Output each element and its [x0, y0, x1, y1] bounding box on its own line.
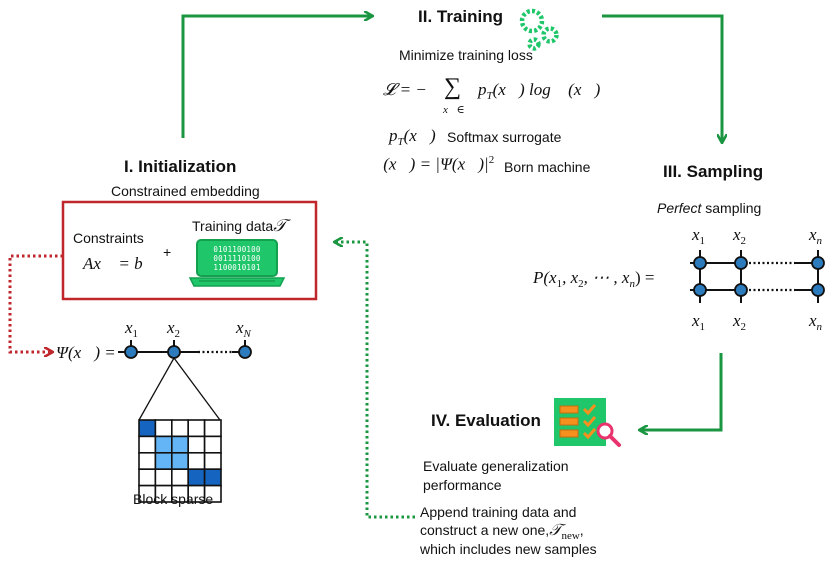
append-line-3: which includes new samples [420, 541, 597, 557]
mps-x1: x1 [125, 318, 139, 341]
training-title: II. Training [418, 7, 504, 26]
matrix-cell [203, 419, 222, 438]
matrix-cell [138, 468, 157, 487]
matrix-cell [187, 435, 206, 454]
training-data-label: Training data𝒯 [192, 216, 287, 235]
arrow-init-to-training [181, 16, 372, 138]
matrix-cell [138, 451, 157, 470]
matrix-cell [187, 468, 206, 487]
init-title: I. Initialization [124, 157, 237, 176]
sampling-top-x2: x2 [733, 225, 747, 248]
loss-rhs: pT(x⃗) log ℙ(x⃗) [478, 80, 601, 103]
mps-chain [118, 340, 252, 421]
block-sparse-label: Block sparse [133, 491, 214, 507]
matrix-cell [138, 435, 157, 454]
sampling-lhs: P(x1, x2, ⋯ , xn) = [533, 268, 655, 291]
sampling-title: III. Sampling [663, 162, 764, 181]
matrix-cell [203, 451, 222, 470]
psi-label: Ψ(x⃗) = [56, 343, 116, 362]
arrow-sampling-to-evaluation [640, 353, 723, 430]
constraint-equation: Ax⃗ = b⃗ [83, 254, 156, 273]
evaluation-desc-2: performance [423, 477, 502, 493]
binary-data: 0101100100 0011110100 1100010101 [213, 245, 261, 272]
loss-sum: ∑ [444, 74, 462, 100]
block-sparse-matrix [138, 419, 222, 503]
matrix-cell [187, 419, 206, 438]
mps-xN: xN [236, 318, 251, 341]
sampling-chain [690, 250, 825, 303]
append-line-2: construct a new one,𝒯new, [420, 522, 584, 542]
init-subtitle: Constrained embedding [111, 183, 260, 199]
loss-sum-sub: x⃗∈𝒯 [443, 104, 474, 116]
mps-node-1 [124, 345, 138, 359]
matrix-cell [154, 468, 173, 487]
matrix-cell [171, 468, 190, 487]
mps-x2: x2 [167, 318, 181, 341]
constraints-label: Constraints [73, 230, 144, 246]
softmax-math: pT(x⃗) [389, 126, 436, 149]
append-line-1: Append training data and [420, 504, 577, 520]
matrix-cell [171, 419, 190, 438]
matrix-cell [203, 484, 222, 503]
checklist-icon [554, 398, 606, 446]
mps-node-n [238, 345, 252, 359]
matrix-cell [138, 419, 157, 438]
gears-icon [519, 8, 559, 51]
sampling-subtitle: Perfect sampling [657, 200, 762, 216]
laptop-icon [188, 239, 286, 287]
arrow-training-to-sampling [602, 14, 722, 142]
born-label: Born machine [504, 159, 591, 175]
born-math: ℙ(x⃗) = |Ψ(x⃗)|2 [370, 154, 495, 174]
sampling-bottom-xn: xn [809, 311, 823, 334]
matrix-cell [171, 451, 190, 470]
arrow-init-to-mps [8, 254, 63, 352]
sampling-top-x1: x1 [692, 225, 706, 248]
matrix-cell [187, 451, 206, 470]
matrix-cell [154, 419, 173, 438]
arrow-evaluation-to-init [335, 242, 415, 519]
matrix-cell [154, 435, 173, 454]
matrix-cell [203, 435, 222, 454]
evaluation-title: IV. Evaluation [431, 411, 541, 430]
softmax-label: Softmax surrogate [447, 129, 562, 145]
training-subtitle: Minimize training loss [399, 47, 533, 63]
loss-lhs: 𝓛 = − [383, 80, 427, 99]
sampling-top-xn: xn [809, 225, 823, 248]
sampling-bottom-x1: x1 [692, 311, 706, 334]
evaluation-desc-1: Evaluate generalization [423, 458, 569, 474]
sampling-bottom-x2: x2 [733, 311, 747, 334]
matrix-cell [171, 435, 190, 454]
matrix-cell [154, 451, 173, 470]
mps-node-2 [167, 345, 181, 359]
plus-sign: + [163, 244, 172, 260]
init-box [61, 200, 318, 301]
magnifier-icon [596, 422, 621, 447]
matrix-cell [203, 468, 222, 487]
